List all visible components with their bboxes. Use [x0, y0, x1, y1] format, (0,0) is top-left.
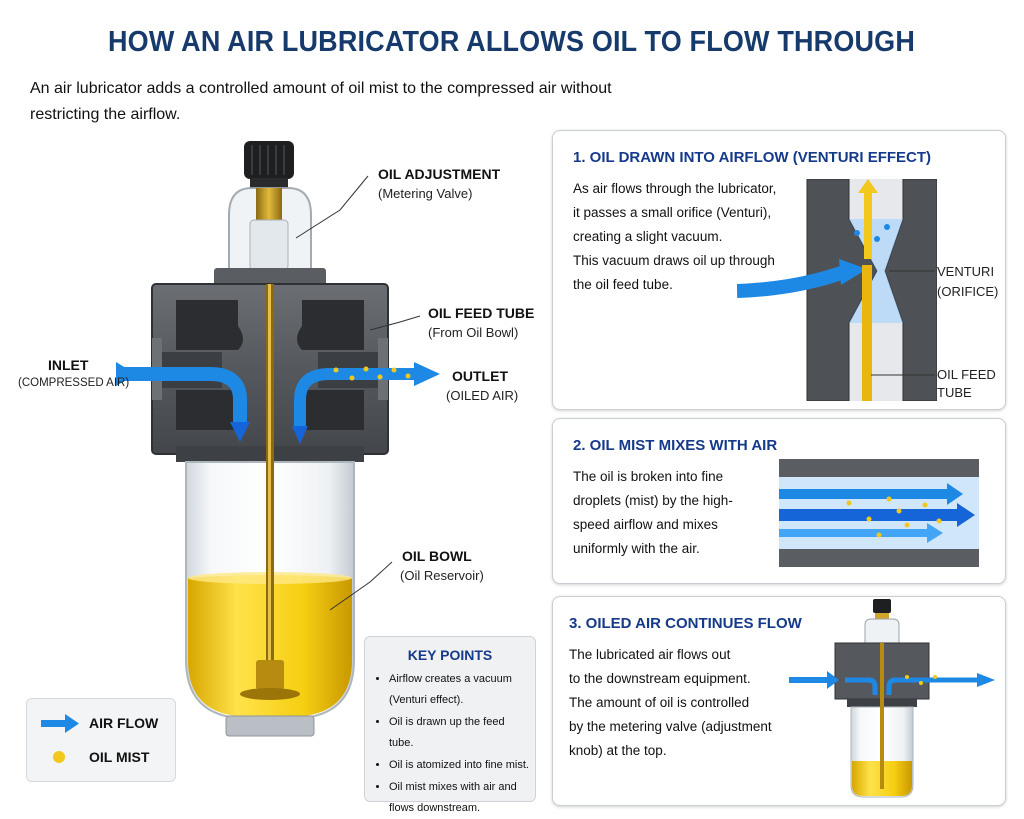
- callout-oil-feed: OIL FEED: [937, 367, 996, 382]
- label-outlet-sub: (OILED AIR): [446, 388, 519, 403]
- label-oil-bowl-sub: (Oil Reservoir): [400, 568, 484, 583]
- step-2-card: 2. OIL MIST MIXES WITH AIR The oil is br…: [552, 418, 1006, 584]
- venturi-diagram: [737, 179, 937, 401]
- step-3-card: 3. OILED AIR CONTINUES FLOW The lubricat…: [552, 596, 1006, 806]
- step-1-card: 1. OIL DRAWN INTO AIRFLOW (VENTURI EFFEC…: [552, 130, 1006, 410]
- label-oil-feed-tube: OIL FEED TUBE: [428, 305, 535, 321]
- step-3-text: The lubricated air flows out to the down…: [569, 647, 772, 758]
- key-point-item: Oil is drawn up the feed tube.: [389, 712, 529, 754]
- callout-venturi-sub: (ORIFICE): [937, 284, 999, 299]
- label-outlet: OUTLET: [452, 368, 508, 384]
- label-oil-feed-tube-sub: (From Oil Bowl): [428, 325, 519, 340]
- step-3-title: 3. OILED AIR CONTINUES FLOW: [569, 615, 802, 632]
- step-2-text: The oil is broken into fine droplets (mi…: [573, 469, 733, 556]
- label-oil-adjustment-sub: (Metering Valve): [378, 186, 473, 201]
- label-oil-bowl: OIL BOWL: [402, 548, 472, 564]
- key-point-item: Oil is atomized into fine mist.: [389, 755, 529, 776]
- key-points-list: Airflow creates a vacuum (Venturi effect…: [373, 669, 529, 819]
- mist-mixing-diagram: [779, 459, 979, 567]
- intro-text: An air lubricator adds a controlled amou…: [30, 80, 612, 123]
- key-point-item: Oil mist mixes with air and flows downst…: [389, 777, 529, 819]
- legend-box: AIR FLOW OIL MIST: [26, 698, 176, 782]
- label-inlet: INLET: [48, 357, 89, 373]
- step-2-title: 2. OIL MIST MIXES WITH AIR: [573, 437, 778, 454]
- key-points-title: KEY POINTS: [407, 647, 493, 663]
- air-flow-arrow-icon: [41, 714, 79, 733]
- legend-air-flow: AIR FLOW: [89, 715, 159, 731]
- key-points-box: KEY POINTS Airflow creates a vacuum (Ven…: [364, 636, 536, 814]
- oil-mist-dot-icon: [53, 751, 65, 763]
- label-oil-adjustment: OIL ADJUSTMENT: [378, 166, 501, 182]
- label-inlet-sub: (COMPRESSED AIR): [18, 377, 130, 389]
- lubricator-illustration: [116, 141, 440, 737]
- page-title: HOW AN AIR LUBRICATOR ALLOWS OIL TO FLOW…: [108, 26, 915, 58]
- step-1-text: As air flows through the lubricator, it …: [573, 181, 777, 292]
- legend-oil-mist: OIL MIST: [89, 749, 150, 765]
- callout-oil-feed-sub: TUBE: [937, 385, 972, 400]
- step-1-title: 1. OIL DRAWN INTO AIRFLOW (VENTURI EFFEC…: [573, 149, 932, 166]
- mini-lubricator-diagram: [789, 599, 995, 798]
- key-point-item: Airflow creates a vacuum (Venturi effect…: [389, 669, 529, 711]
- callout-venturi: VENTURI: [937, 264, 995, 279]
